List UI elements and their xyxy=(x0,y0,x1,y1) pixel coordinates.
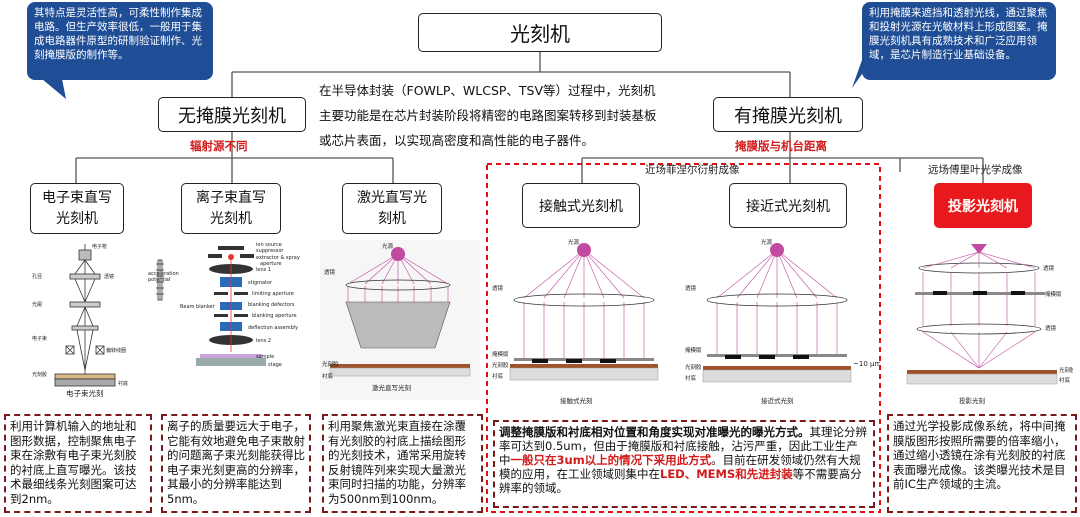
contact-substrate-label: 衬底 xyxy=(492,372,504,380)
ion-name-2: 光刻机 xyxy=(210,210,252,227)
laser-description: 利用聚焦激光束直接在涂覆有光刻胶的衬底上描绘图形的光刻技术，通常采用旋转反射镜阵… xyxy=(322,414,483,513)
eb-label-3: 光阑 xyxy=(32,301,42,308)
projection-substrate-label: 衬底 xyxy=(1059,376,1071,384)
laser-resist-label: 光刻胶 xyxy=(322,360,339,368)
projection-lens-label-bottom: 透镜 xyxy=(1045,324,1057,332)
contact-desc-bold: 调整掩膜版和衬底相对位置和角度实现对准曝光的曝光方式。 xyxy=(499,425,810,439)
ion-label-11: sample xyxy=(256,354,274,360)
contact-desc-text-1: 其理论分辨率可达到0.5um，但由于掩膜版和衬底接触，沾污严重，因此工业生产中 xyxy=(499,425,867,467)
ion-label-7: blanking defectors xyxy=(248,302,295,308)
eb-label-6: 衬底 xyxy=(118,380,128,387)
eb-label-0: 电子枪 xyxy=(92,243,107,250)
contact-light-source-label: 光源 xyxy=(568,238,580,246)
proximity-gap-label: ~10 μm xyxy=(853,360,880,368)
ion-label-15: Beam blanker xyxy=(180,304,216,310)
ion-label-2: extractor & spray xyxy=(256,255,300,261)
masked-lithography-box: 有掩膜光刻机 xyxy=(713,97,863,132)
projection-caption: 投影光刻 xyxy=(959,396,985,405)
proximity-lens-label: 透镜 xyxy=(685,284,697,292)
contact-desc-text-3: 等不需要高分辨率的领域。 xyxy=(499,467,862,495)
contact-mask-label: 掩模版 xyxy=(492,350,509,358)
contact-desc-text-2: 。目前在研发领域仍然有大规模的应用，在工业领域则集中在 xyxy=(499,453,861,481)
ion-label-14: potential xyxy=(148,277,170,283)
laser-name-2: 刻机 xyxy=(378,210,406,227)
page-title: 光刻机 xyxy=(418,13,662,52)
ebeam-description: 利用计算机输入的地址和图形数据，控制聚焦电子束在涂敷有电子束光刻胶的衬底上直写曝… xyxy=(4,414,152,513)
ion-label-3: aperture xyxy=(260,261,282,267)
ion-label-0: ion source xyxy=(256,242,282,248)
laser-light-source-label: 光源 xyxy=(382,242,394,250)
laser-name-1: 激光直写光 xyxy=(357,189,427,206)
laser-machine-box: 激光直写光 刻机 xyxy=(342,183,442,234)
proximity-substrate-label: 衬底 xyxy=(685,374,697,382)
contact-desc-red-1: 一般只在3um以上的情况下采用此方式 xyxy=(510,453,712,467)
intro-line-2: 主要功能是在芯片封装阶段将精密的电路图案转移到封装基板 xyxy=(319,108,657,123)
ion-label-5: stigmator xyxy=(248,280,273,286)
masked-note: 掩膜版与机台距离 xyxy=(735,139,827,153)
ebeam-diagram: 电子枪 透镜 孔径 光阑 偏转线圈 电子束 衬底 光刻胶 电子束光刻 xyxy=(32,243,128,398)
near-field-label: 近场菲涅尔衍射成像 xyxy=(645,164,740,176)
projection-mask-label: 掩模版 xyxy=(1045,290,1062,298)
ebeam-machine-box: 电子束直写 光刻机 xyxy=(30,183,124,234)
contact-diagram: 光源 透镜 掩模版 光刻胶 衬底 接触式光刻 xyxy=(492,238,659,405)
ion-label-6: limiting aperture xyxy=(252,291,294,297)
ion-label-8: blanking aperture xyxy=(252,313,297,319)
contact-resist-label: 光刻胶 xyxy=(492,361,509,369)
contact-description: 调整掩膜版和衬底相对位置和角度实现对准曝光的曝光方式。其理论分辨率可达到0.5u… xyxy=(493,420,875,508)
ion-name-1: 离子束直写 xyxy=(196,189,266,206)
proximity-caption: 接近式光刻 xyxy=(761,396,794,405)
laser-substrate-label: 衬底 xyxy=(322,372,334,380)
projection-lens-label-top: 透镜 xyxy=(1043,264,1055,272)
ion-label-10: lens 2 xyxy=(256,338,271,344)
laser-caption: 激光直写光刻 xyxy=(372,383,411,392)
laser-diagram: 光源 透镜 光刻胶 衬底 激光直写光刻 xyxy=(320,240,480,400)
right-callout-pointer xyxy=(852,60,872,88)
ion-label-9: deflection assembly xyxy=(248,325,298,331)
right-callout: 利用掩膜来遮挡和透射光线，通过聚焦和投射光源在光敏材料上形成图案。掩膜光刻机具有… xyxy=(862,2,1056,80)
proximity-machine-box: 接近式光刻机 xyxy=(729,183,847,228)
ion-beam-diagram: ion source suppressor extractor & spray … xyxy=(148,242,300,368)
laser-lens-label: 透镜 xyxy=(324,268,336,276)
ion-description: 离子的质量要远大于电子，它能有效地避免电子束散射的问题离子束光刻能获得比电子束光… xyxy=(161,414,311,513)
eb-label-5: 电子束 xyxy=(32,335,47,342)
projection-resist-label: 光刻胶 xyxy=(1059,366,1073,374)
eb-label-7: 光刻胶 xyxy=(32,371,47,378)
ion-label-12: stage xyxy=(268,362,282,368)
contact-caption: 接触式光刻 xyxy=(560,396,593,405)
intro-line-3: 或芯片表面，以实现高密度和高性能的电子器件。 xyxy=(319,133,595,148)
ion-label-1: suppressor xyxy=(256,248,284,254)
intro-text: 在半导体封装（FOWLP、WLCSP、TSV等）过程中，光刻机 主要功能是在芯片… xyxy=(319,78,719,153)
left-callout-pointer xyxy=(42,79,66,99)
proximity-diagram: 光源 透镜 掩模版 光刻胶 衬底 ~10 μm 接近式光刻 xyxy=(685,238,880,405)
contact-lens-label: 透镜 xyxy=(492,284,504,292)
right-callout-text: 利用掩膜来遮挡和透射光线，通过聚焦和投射光源在光敏材料上形成图案。掩膜光刻机具有… xyxy=(869,7,1048,61)
ion-label-13: acceleration xyxy=(148,271,179,277)
ion-label-4: lens 1 xyxy=(256,267,271,273)
eb-label-4: 偏转线圈 xyxy=(106,347,126,354)
eb-label-2: 孔径 xyxy=(32,273,42,280)
proximity-mask-label: 掩模版 xyxy=(685,346,702,354)
ebeam-name-2: 光刻机 xyxy=(56,210,98,227)
contact-machine-box: 接触式光刻机 xyxy=(522,183,640,228)
far-field-label: 远场傅里叶光学成像 xyxy=(928,164,1023,176)
maskless-note: 辐射源不同 xyxy=(190,139,248,153)
maskless-lithography-box: 无掩膜光刻机 xyxy=(158,97,306,132)
ebeam-name-1: 电子束直写 xyxy=(42,189,112,206)
projection-machine-box: 投影光刻机 xyxy=(934,183,1032,228)
ebeam-caption: 电子束光刻 xyxy=(66,388,104,398)
intro-line-1: 在半导体封装（FOWLP、WLCSP、TSV等）过程中，光刻机 xyxy=(319,83,656,98)
proximity-resist-label: 光刻胶 xyxy=(685,363,702,371)
near-field-dashed-frame xyxy=(486,163,881,513)
left-callout-text: 其特点是灵活性高，可柔性制作集成电路。但生产效率很低，一般用于集成电路器件原型的… xyxy=(34,7,202,61)
contact-desc-red-2: LED、MEMS和先进封装 xyxy=(660,467,793,481)
proximity-light-source-label: 光源 xyxy=(761,238,773,246)
left-callout: 其特点是灵活性高，可柔性制作集成电路。但生产效率很低，一般用于集成电路器件原型的… xyxy=(27,2,213,80)
eb-label-1: 透镜 xyxy=(104,273,114,280)
projection-description: 通过光学投影成像系统，将中间掩膜版图形按照所需要的倍率缩小，通过缩小透镜在涂有光… xyxy=(887,414,1077,513)
projection-diagram: 透镜 掩模版 透镜 光刻胶 衬底 投影光刻 xyxy=(906,244,1073,405)
ion-machine-box: 离子束直写 光刻机 xyxy=(181,183,281,234)
